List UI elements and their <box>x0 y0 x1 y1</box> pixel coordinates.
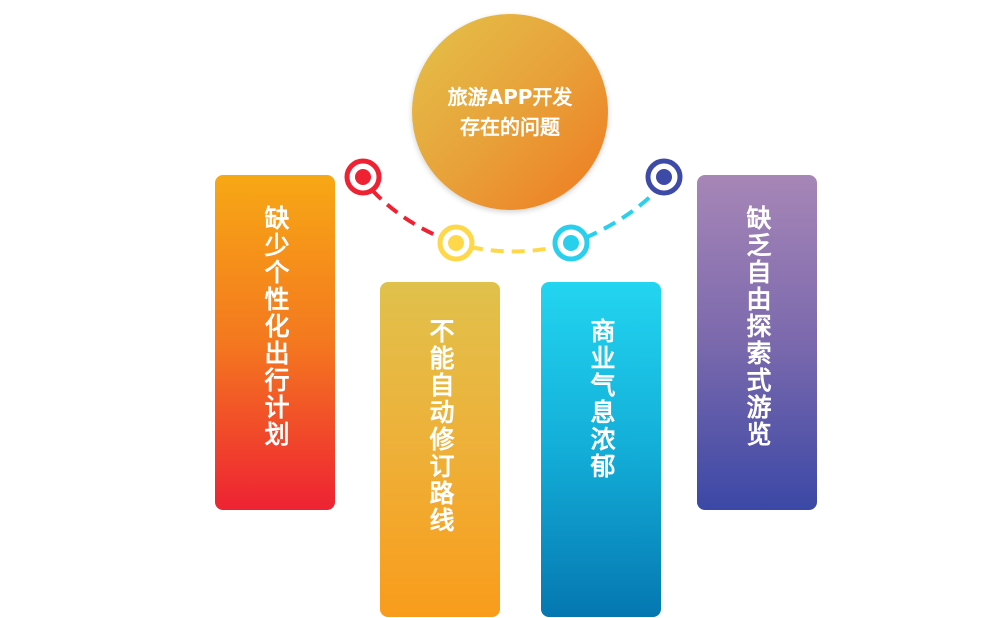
problem-card-commercial: 商业气息浓郁 <box>541 282 661 617</box>
problem-label: 商业气息浓郁 <box>587 318 616 480</box>
problem-card-personalized-plan: 缺少个性化出行计划 <box>215 175 335 510</box>
marker-indigo-icon <box>645 158 683 196</box>
marker-yellow-icon <box>437 224 475 262</box>
problem-card-free-exploration: 缺乏自由探索式游览 <box>697 175 817 510</box>
connector-segment-yellow <box>469 245 557 254</box>
marker-red-icon <box>344 158 382 196</box>
problem-label: 缺乏自由探索式游览 <box>743 205 772 448</box>
connector-segment-red <box>370 188 443 240</box>
central-topic-line2: 存在的问题 <box>460 115 560 139</box>
connector-segment-cyan <box>584 188 659 240</box>
central-topic-circle: 旅游APP开发 存在的问题 <box>412 14 608 210</box>
problem-label: 不能自动修订路线 <box>426 318 455 534</box>
central-topic-line1: 旅游APP开发 <box>447 85 573 109</box>
problem-label: 缺少个性化出行计划 <box>261 205 290 448</box>
problem-card-auto-reroute: 不能自动修订路线 <box>380 282 500 617</box>
marker-cyan-icon <box>552 224 590 262</box>
